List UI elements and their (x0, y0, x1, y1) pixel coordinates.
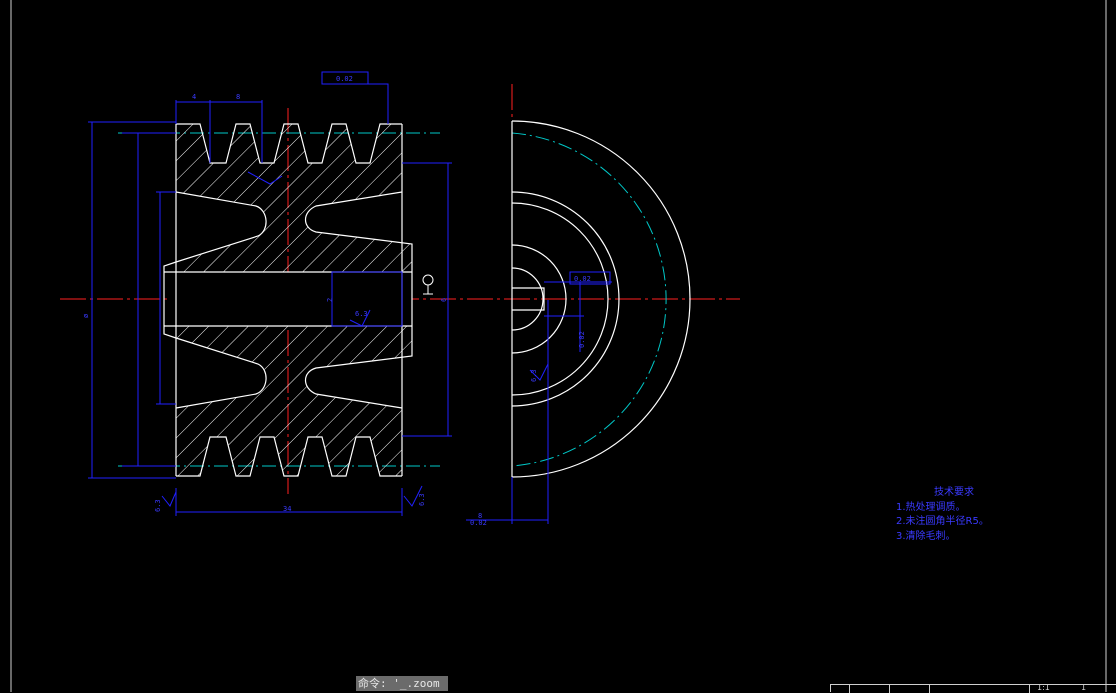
dim-groove-w1: 4 (192, 93, 196, 101)
dim-tol-b: 0.02 (578, 331, 586, 348)
title-block: 1:1 1 (830, 683, 1116, 693)
dim-tol-a: 0.02 (574, 275, 591, 283)
end-view (511, 120, 691, 478)
title-block-scale: 1:1 (1037, 683, 1050, 692)
tech-item-2: 2.未注圆角半径R5。 (896, 516, 989, 527)
dimension-lines (88, 71, 612, 524)
tech-item-1: 1.热处理调质。 (896, 501, 966, 513)
bore-void (170, 272, 332, 326)
dim-dia-left: ø (82, 313, 90, 318)
drawing-frame (10, 0, 1107, 692)
title-block-qty: 1 (1081, 683, 1087, 692)
dim-rough-b: 6.3 (154, 499, 162, 512)
dim-flatness: 0.02 (336, 75, 353, 83)
command-text: '_.zoom (393, 677, 440, 690)
dim-width: 34 (283, 505, 291, 513)
dim-rough-a: 6.3 (355, 310, 368, 318)
keyway-void (332, 272, 412, 326)
dimension-texts: 4 8 0.02 34 8 0.02 6.3 6.3 6.3 6.3 0.02 … (82, 75, 591, 527)
technical-requirements: 技术要求 1.热处理调质。 2.未注圆角半径R5。 3.清除毛刺。 (896, 486, 989, 544)
section-view (163, 123, 413, 477)
dim-bore: 8 (478, 512, 482, 520)
dim-len: 6 (440, 298, 448, 302)
dim-keyway: 2 (326, 298, 334, 302)
keyway-outline (331, 271, 403, 327)
command-line[interactable]: 命令: '_.zoom (356, 676, 448, 691)
dim-rough-c: 6.3 (418, 493, 426, 506)
dim-groove-w2: 8 (236, 93, 240, 101)
dim-rough-d: 6.3 (530, 369, 538, 382)
dim-bottom-tol: 0.02 (470, 519, 487, 527)
tech-item-3: 3.清除毛刺。 (896, 530, 956, 542)
tech-title: 技术要求 (934, 487, 974, 498)
command-prompt: 命令: (358, 677, 394, 690)
